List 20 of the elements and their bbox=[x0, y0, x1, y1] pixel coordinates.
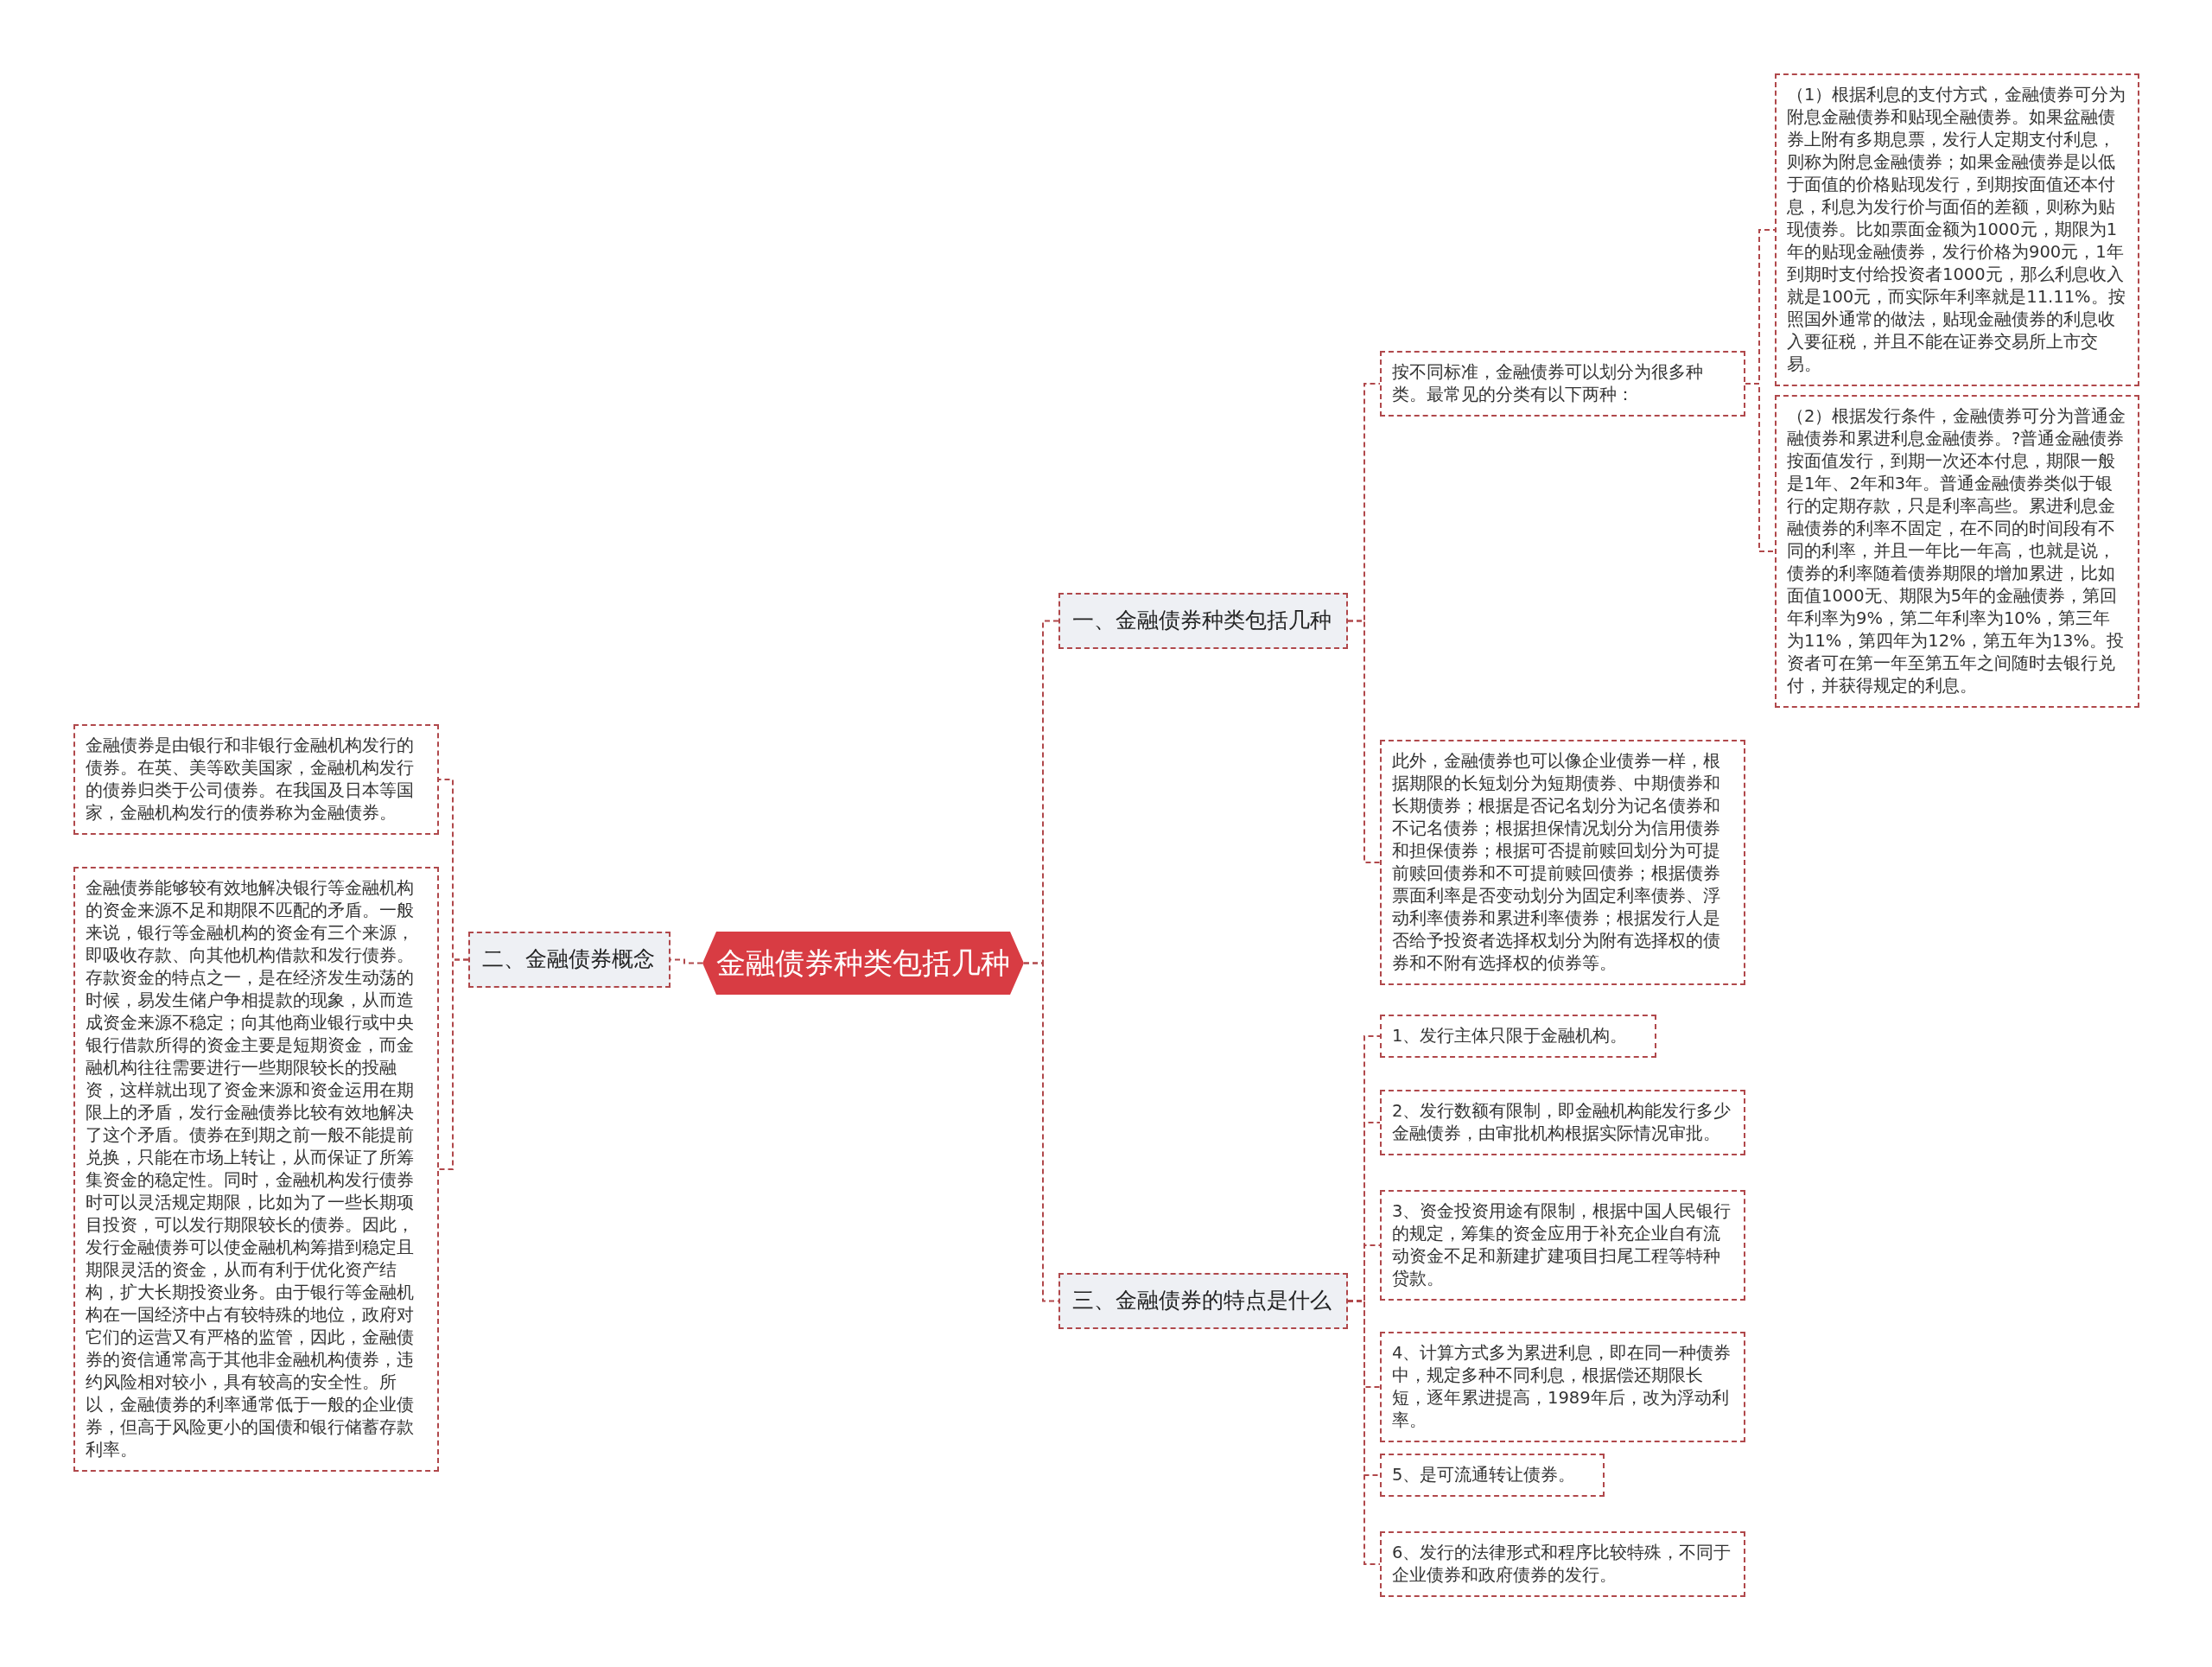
connector-line bbox=[438, 958, 469, 1170]
note-box: 金融债券是由银行和非银行金融机构发行的债券。在英、美等欧美国家，金融机构发行的债券归类于公司债券。在我国及日本等国家，金融机构发行的债券称为金融债券。 bbox=[73, 724, 439, 835]
note-box: 1、发行主体只限于金融机构。 bbox=[1380, 1015, 1656, 1058]
note-box: 金融债券能够较有效地解决银行等金融机构的资金来源不足和期限不匹配的矛盾。一般来说，银行等金融机构的资金有三个来源，即吸收存款、向其他机构借款和发行债券。存款资金的特点之一，是在经济发生动荡的时候，易发生储户争相提款的现象，从而造成资金来源不稳定；向其他商业银行或中央银行借款所得的资金主要是短期资金，而金融机构往往需要进行一些期限较长的投融资，这样就出现了资金来源和资金运用在期限上的矛盾，发行金融债券比较有效地解决了这个矛盾。债券在到期之前一般不能提前兑换，只能在市场上转让，从而保证了所筹集资金的稳定性。同时，金融机构发行债券时可以灵活规定期限，比如为了一些长期项目投资，可以发行期限较长的债券。因此，发行金融债券可以使金融机构筹措到稳定且期限灵活的资金，从而有利于优化资产结构，扩大长期投资业务。由于银行等金融机构在一国经济中占有较特殊的地位，政府对它们的运营又有严格的监管，因此，金融债券的资信通常高于其他非金融机构债券，违约风险相对较小，具有较高的安全性。所以，金融债券的利率通常低于一般的企业债券，但高于风险更小的国债和银行储蓄存款利率。 bbox=[73, 867, 439, 1472]
note-box: 4、计算方式多为累进利息，即在同一种债券中，规定多种不同利息，根据偿还期限长短，逐年累进提高，1989年后，改为浮动利率。 bbox=[1380, 1332, 1745, 1442]
note-box: 2、发行数额有限制，即金融机构能发行多少金融债券，由审批机构根据实际情况审批。 bbox=[1380, 1090, 1745, 1155]
topic-box: 三、金融债券的特点是什么 bbox=[1058, 1273, 1348, 1329]
note-box: （1）根据利息的支付方式，金融债券可分为附息金融债券和贴现全融债券。如果盆融债券上附有多期息票，发行人定期支付利息，则称为附息金融债券；如果金融债券是以低于面值的价格贴现发行，到期按面值还本付息，利息为发行价与面佰的差额，则称为贴现债券。比如票面金额为1000元，期限为1年的贴现金融债券，发行价格为900元，1年到期时支付给投资者1000元，那么利息收入就是100元，而实际年利率就是11.11%。按照国外通常的做法，贴现金融债券的利息收入要征税，并且不能在证券交易所上市交易。 bbox=[1775, 73, 2139, 386]
connector-line bbox=[1745, 383, 1776, 552]
connector-line bbox=[1347, 1300, 1381, 1565]
central-topic-hexagon: 金融债券种类包括几种 bbox=[702, 932, 1024, 995]
topic-box: 一、金融债券种类包括几种 bbox=[1058, 593, 1348, 649]
note-box: 5、是可流通转让债券。 bbox=[1380, 1454, 1605, 1497]
note-box: 按不同标准，金融债券可以划分为很多种类。最常见的分类有以下两种： bbox=[1380, 351, 1745, 417]
connector-line bbox=[1347, 620, 1381, 863]
note-box: 此外，金融债券也可以像企业债券一样，根据期限的长短划分为短期债券、中期债券和长期债券；根据是否记名划分为记名债券和不记名债券；根据担保情况划分为信用债券和担保债券；根据可否提前赎回划分为可提前赎回债券和不可提前赎回债券；根据债券票面利率是否变动划分为固定利率债券、浮动利率债券和累进利率债券；根据发行人是否给予投资者选择权划分为附有选择权的债券和不附有选择权的侦券等。 bbox=[1380, 740, 1745, 985]
note-box: 3、资金投资用途有限制，根据中国人民银行的规定，筹集的资金应用于补充企业自有流动资金不足和新建扩建项目扫尾工程等特种贷款。 bbox=[1380, 1190, 1745, 1301]
note-box: （2）根据发行条件，金融债券可分为普通金融债券和累进利息金融债券。?普通金融债券按面值发行，到期一次还本付息，期限一般是1年、2年和3年。普通金融债券类似于银行的定期存款，只是利率高些。累进利息金融债券的利率不固定，在不同的时间段有不同的利率，并且一年比一年高，也就是说，债券的利率随着债券期限的增加累进，比如面值1000无、期限为5年的金融债券，第回年利率为9%，第二年利率为10%，第三年为11%，第四年为12%，第五年为13%。投资者可在第一年至第五年之间随时去银行兑付，并获得规定的利息。 bbox=[1775, 395, 2139, 708]
note-box: 6、发行的法律形式和程序比较特殊，不同于企业债券和政府债券的发行。 bbox=[1380, 1531, 1745, 1597]
topic-box: 二、金融债券概念 bbox=[468, 932, 671, 988]
